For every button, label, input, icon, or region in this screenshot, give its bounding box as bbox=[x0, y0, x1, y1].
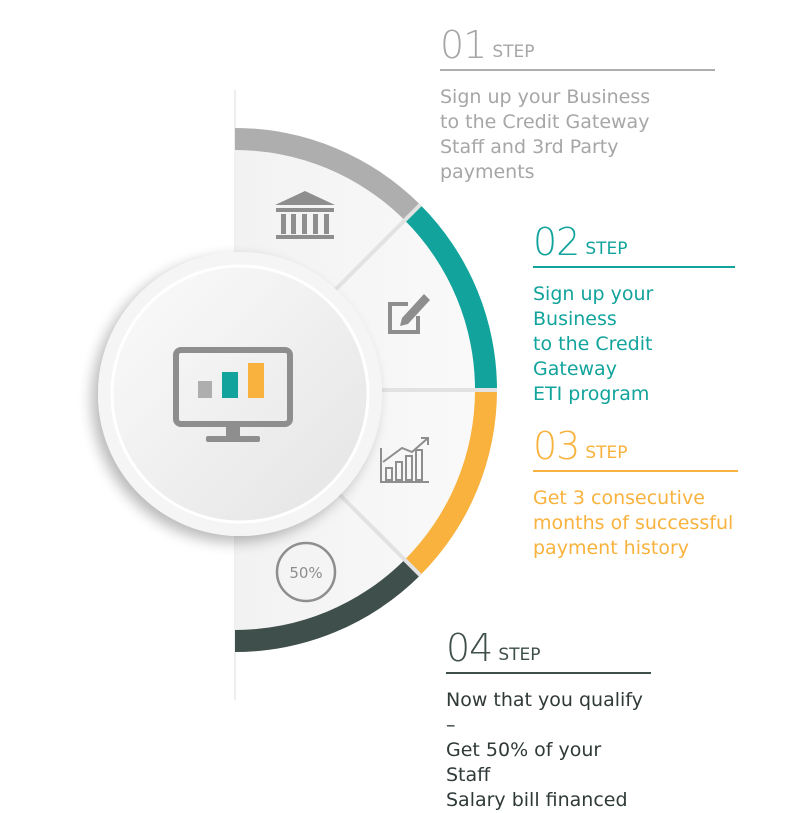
monitor-chart-icon bbox=[173, 347, 293, 442]
step-4: 04 STEP Now that you qualify – Get 50% o… bbox=[446, 629, 651, 813]
step-4-rule bbox=[446, 672, 651, 674]
step-1-arc bbox=[235, 128, 421, 221]
step-2-number: 02 bbox=[533, 220, 580, 264]
step-2: 02 STEP Sign up your Business to the Cre… bbox=[533, 223, 735, 407]
percent-badge-icon: 50% bbox=[275, 541, 337, 603]
step-3-rule bbox=[533, 470, 738, 472]
step-3-label: STEP bbox=[585, 443, 628, 463]
step-2-label: STEP bbox=[585, 239, 628, 259]
step-3-arc bbox=[404, 390, 497, 576]
step-2-text: Sign up your Business to the Credit Gate… bbox=[533, 283, 654, 405]
step-1-label: STEP bbox=[492, 42, 535, 62]
edit-icon bbox=[388, 294, 430, 334]
step-2-arc bbox=[404, 204, 497, 390]
hub-inner-disc bbox=[110, 264, 370, 524]
step-1-rule bbox=[440, 69, 715, 71]
bank-icon bbox=[275, 191, 335, 239]
step-1-number: 01 bbox=[440, 23, 487, 67]
step-4-text: Now that you qualify – Get 50% of your S… bbox=[446, 689, 643, 811]
step-4-number: 04 bbox=[446, 626, 493, 670]
step-1: 01 STEP Sign up your Business to the Cre… bbox=[440, 26, 715, 185]
segment-divider bbox=[325, 480, 422, 577]
percent-badge-label: 50% bbox=[289, 564, 322, 582]
step-4-arc bbox=[235, 559, 421, 652]
step-1-text: Sign up your Business to the Credit Gate… bbox=[440, 86, 651, 183]
segment-divider bbox=[325, 203, 422, 300]
growth-chart-icon bbox=[380, 437, 429, 483]
step-2-rule bbox=[533, 266, 735, 268]
step-wheel: 50% bbox=[98, 90, 497, 700]
infographic: 50% 01 STEP Sign up your Business to the… bbox=[98, 26, 738, 811]
step-3-number: 03 bbox=[533, 424, 580, 468]
step-4-label: STEP bbox=[498, 645, 541, 665]
step-3-text: Get 3 consecutive months of successful p… bbox=[533, 487, 734, 559]
step-3: 03 STEP Get 3 consecutive months of succ… bbox=[533, 427, 738, 561]
